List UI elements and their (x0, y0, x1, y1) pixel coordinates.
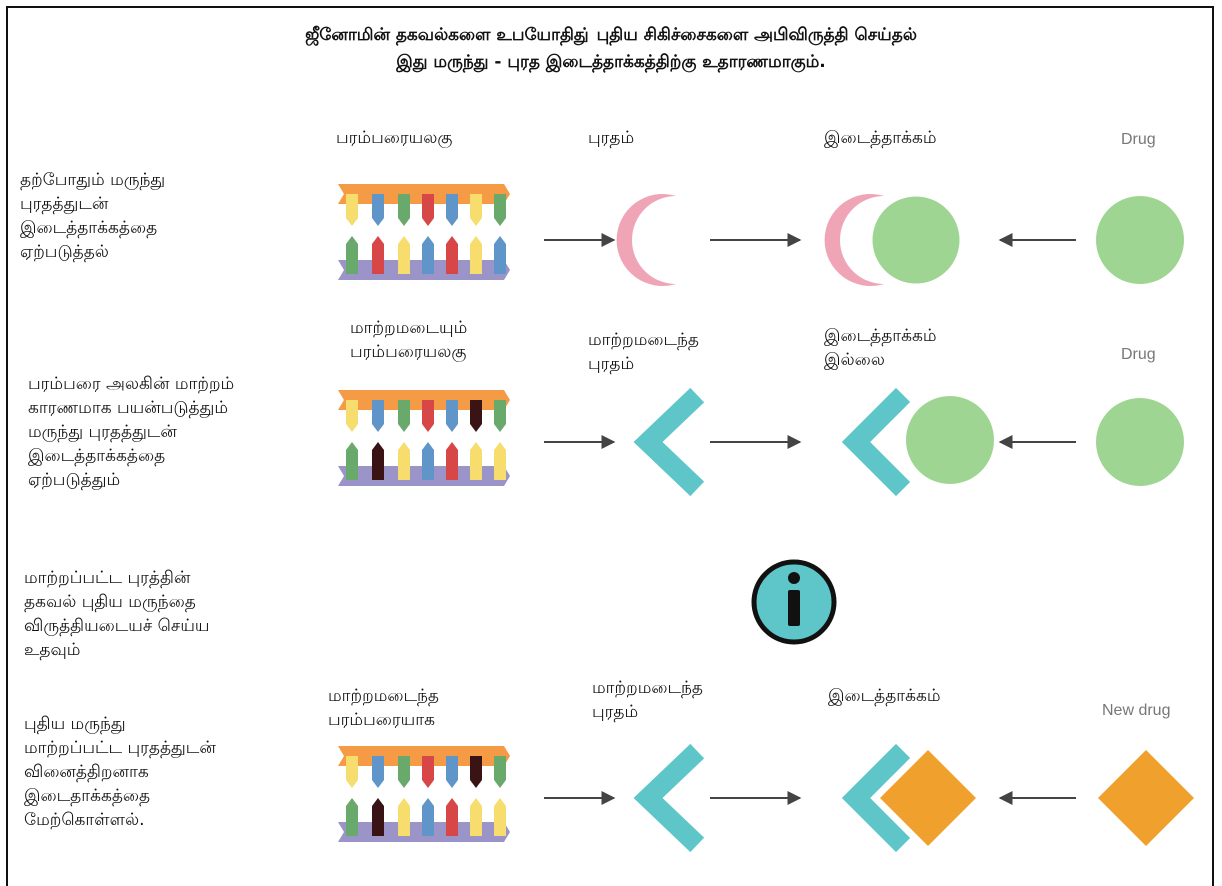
row2-protein-label: மாற்றமடைந்த புரதம் (588, 330, 699, 374)
row1-interaction-label: இடைத்தாக்கம் (824, 128, 937, 148)
info-icon (751, 559, 837, 645)
row1-drug-label: Drug (1121, 131, 1156, 148)
row3-dna-label: மாற்றமடைந்த பரம்பரையாக (328, 686, 439, 730)
row1-interaction-icon (824, 193, 963, 287)
row2-dna-label: மாற்றமடையும் பரம்பரையலகு (350, 318, 468, 362)
row1-protein-label: புரதம் (588, 128, 635, 148)
row2-description: பரம்பரை அலகின் மாற்றம் காரணமாக பயன்படுத்… (28, 374, 235, 490)
row1-dna-icon (338, 184, 510, 280)
row3-drug-label: New drug (1102, 702, 1171, 719)
row1-circle-drug-icon (1096, 196, 1184, 284)
row3-description: புதிய மருந்து மாற்றப்பட்ட புரதத்துடன் வி… (24, 714, 216, 830)
row3-protein-label: மாற்றமடைந்த புரதம் (592, 678, 703, 722)
row1-dna-label: பரம்பரையலகு (336, 128, 453, 148)
row3-interaction-icon (841, 743, 976, 853)
row1-crescent-protein-icon (616, 194, 676, 286)
title-line-1: ஜீனோமின் தகவல்களை உபயோதிது் புதிய சிகிச்… (305, 25, 917, 45)
row3-diamond-drug-icon (1098, 750, 1194, 846)
row2-interaction-icon (841, 387, 994, 497)
diagram-frame (6, 6, 1214, 886)
row3-chevron-protein-icon (633, 743, 705, 853)
title-line-2: இது மருந்து - புரத இடைத்தாக்கத்திற்கு உத… (396, 52, 826, 72)
row2-interaction-label: இடைத்தாக்கம் இல்லை (824, 326, 937, 370)
row3-interaction-label: இடைத்தாக்கம் (828, 686, 941, 706)
row2-chevron-protein-icon (633, 387, 705, 497)
diagram-title: ஜீனோமின் தகவல்களை உபயோதிது் புதிய சிகிச்… (0, 22, 1222, 76)
row2-dna-icon (338, 390, 510, 486)
row3-dna-icon (338, 746, 510, 842)
row1-description: தற்போதும் மருந்து புரதத்துடன் இடைத்தாக்க… (20, 170, 166, 262)
info-description: மாற்றப்பட்ட புரத்தின் தகவல் புதிய மருந்த… (24, 568, 210, 660)
row2-drug-label: Drug (1121, 346, 1156, 363)
row2-circle-drug-icon (1096, 398, 1184, 486)
